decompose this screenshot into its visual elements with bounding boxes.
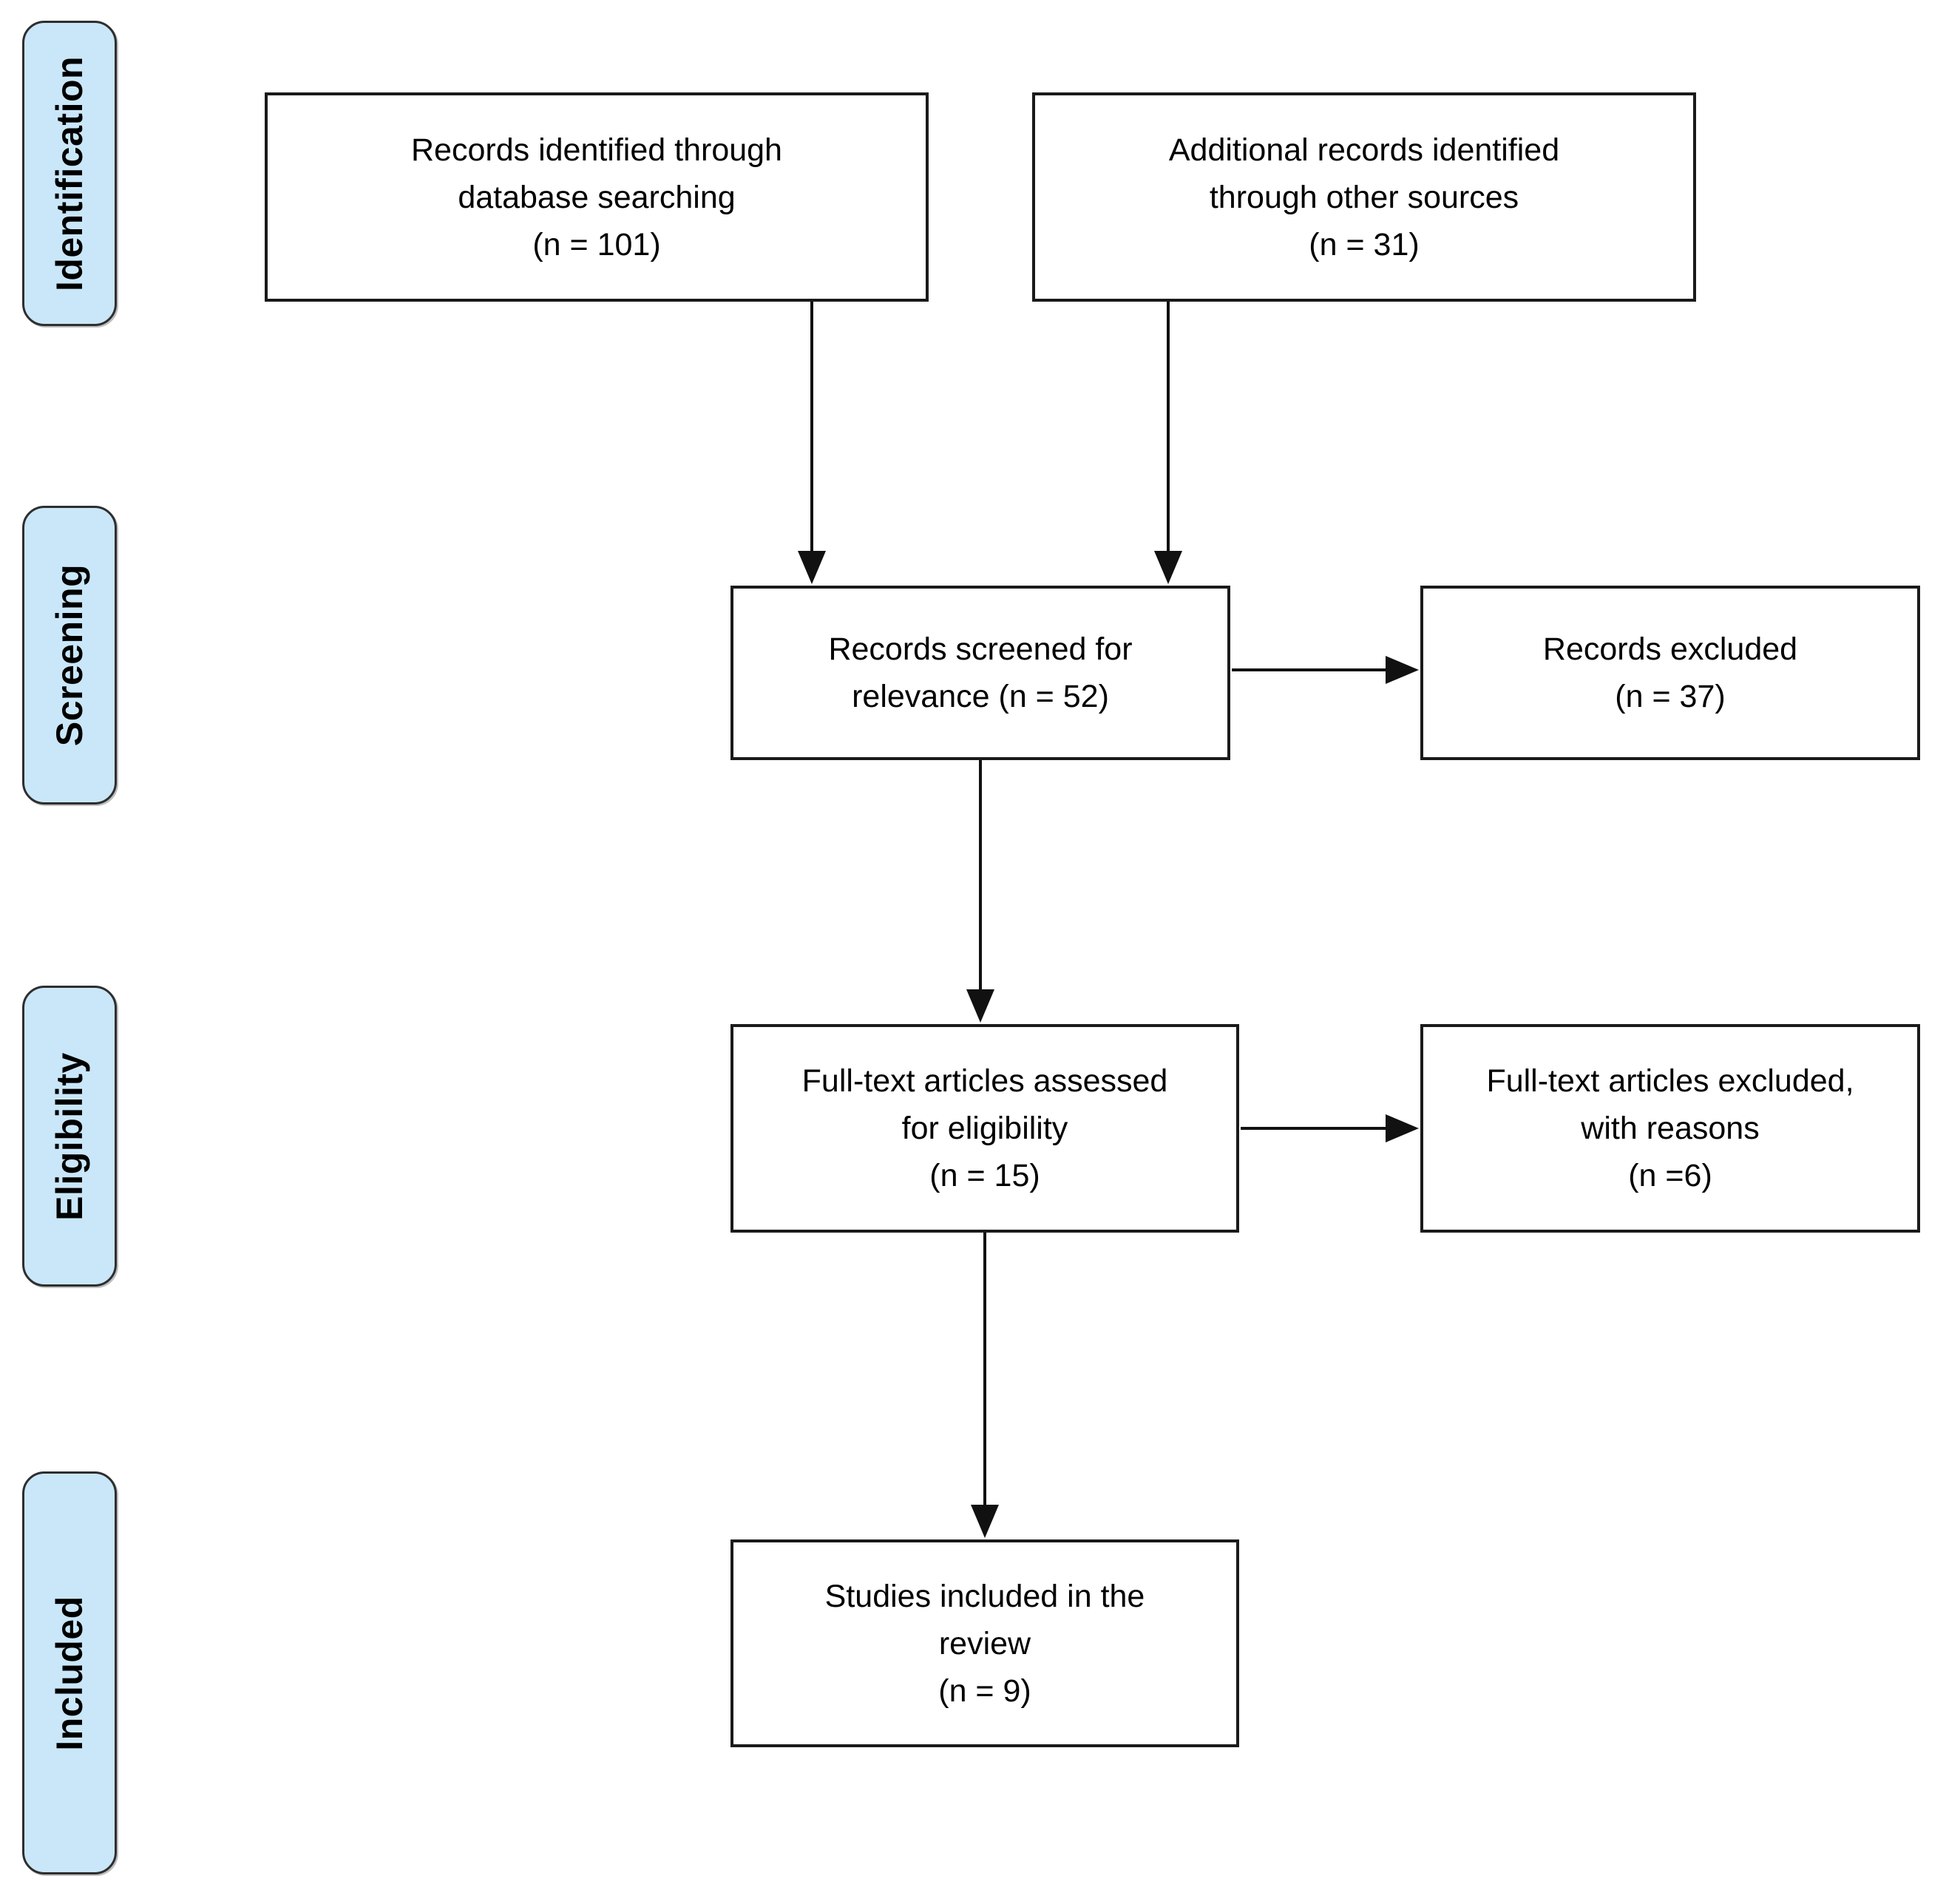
- stage-screening-label: Screening: [49, 563, 90, 747]
- box-records-screened-line: Records screened for: [828, 631, 1133, 667]
- stage-eligibility-label: Eligibility: [49, 1051, 90, 1221]
- box-fulltext-assessed-line: Full-text articles assessed: [801, 1063, 1168, 1099]
- box-fulltext-excluded-line: with reasons: [1581, 1111, 1760, 1146]
- box-records-identified: Records identified through database sear…: [265, 92, 929, 302]
- arrow-screened-to-excluded-arrowhead-icon: [1386, 656, 1419, 684]
- box-fulltext-excluded: Full-text articles excluded, with reason…: [1420, 1024, 1920, 1233]
- box-records-identified-line: Records identified through: [411, 132, 782, 168]
- stage-included: Included: [22, 1471, 117, 1874]
- arrow-fulltext-to-fulltext-excluded-arrowhead-icon: [1386, 1114, 1419, 1142]
- box-records-identified-line: database searching: [458, 179, 736, 215]
- box-records-identified-count: (n = 101): [532, 226, 661, 262]
- arrow-fulltext-to-included-arrowhead-icon: [971, 1505, 999, 1538]
- box-fulltext-assessed-count: (n = 15): [929, 1158, 1040, 1193]
- box-fulltext-excluded-line: Full-text articles excluded,: [1486, 1063, 1854, 1099]
- stage-included-label: Included: [49, 1595, 91, 1751]
- box-fulltext-assessed-line: for eligibility: [901, 1111, 1068, 1146]
- box-fulltext-assessed: Full-text articles assessed for eligibil…: [730, 1024, 1239, 1233]
- box-studies-included: Studies included in the review (n = 9): [730, 1539, 1239, 1747]
- box-additional-records-line: Additional records identified: [1168, 132, 1560, 168]
- box-studies-included-line: Studies included in the: [824, 1578, 1145, 1614]
- stage-identification: Identification: [22, 21, 117, 326]
- box-additional-records-line: through other sources: [1209, 179, 1519, 215]
- arrow-identified-to-screened-arrowhead-icon: [798, 551, 826, 584]
- box-additional-records-count: (n = 31): [1309, 226, 1420, 262]
- box-records-excluded: Records excluded (n = 37): [1420, 586, 1920, 760]
- arrow-screened-to-fulltext-arrowhead-icon: [966, 989, 994, 1023]
- box-additional-records: Additional records identified through ot…: [1032, 92, 1696, 302]
- box-studies-included-line: review: [938, 1625, 1031, 1661]
- box-records-excluded-line: Records excluded: [1542, 631, 1798, 667]
- stage-screening: Screening: [22, 506, 117, 804]
- box-studies-included-count: (n = 9): [938, 1673, 1031, 1709]
- stage-identification-label: Identification: [49, 55, 91, 291]
- stage-eligibility: Eligibility: [22, 986, 117, 1287]
- box-records-excluded-count: (n = 37): [1615, 679, 1726, 714]
- box-fulltext-excluded-count: (n =6): [1628, 1158, 1712, 1193]
- box-records-screened: Records screened for relevance (n = 52): [730, 586, 1230, 760]
- arrow-additional-to-screened-arrowhead-icon: [1154, 551, 1182, 584]
- box-records-screened-line: relevance (n = 52): [852, 679, 1109, 714]
